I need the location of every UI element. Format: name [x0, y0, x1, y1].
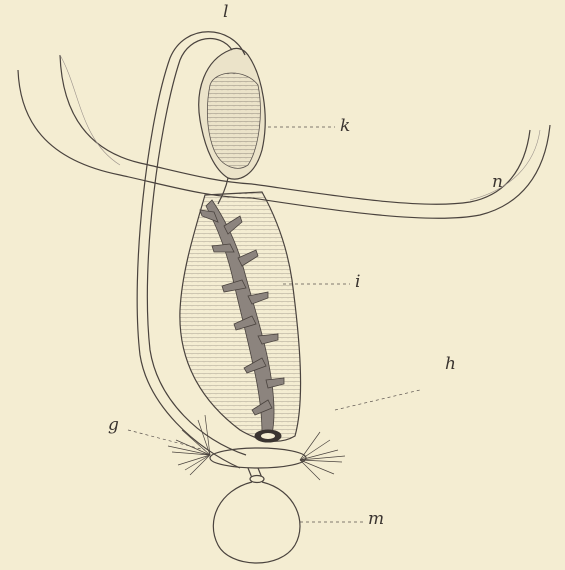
label-l: l [223, 4, 228, 21]
opening-ring [255, 430, 281, 442]
label-k: k [340, 118, 350, 135]
upper-bulb [199, 48, 265, 204]
label-n: n [492, 174, 503, 191]
right-bristle-tuft [300, 432, 345, 480]
main-sac [180, 192, 301, 441]
left-bristle-tuft [168, 415, 210, 475]
label-m: m [368, 511, 384, 528]
label-g: g [108, 417, 119, 434]
label-h: h [445, 356, 456, 373]
label-i: i [355, 274, 360, 291]
lower-bulb [213, 468, 300, 563]
right-curved-tube [252, 125, 550, 218]
base-ring [210, 448, 306, 468]
